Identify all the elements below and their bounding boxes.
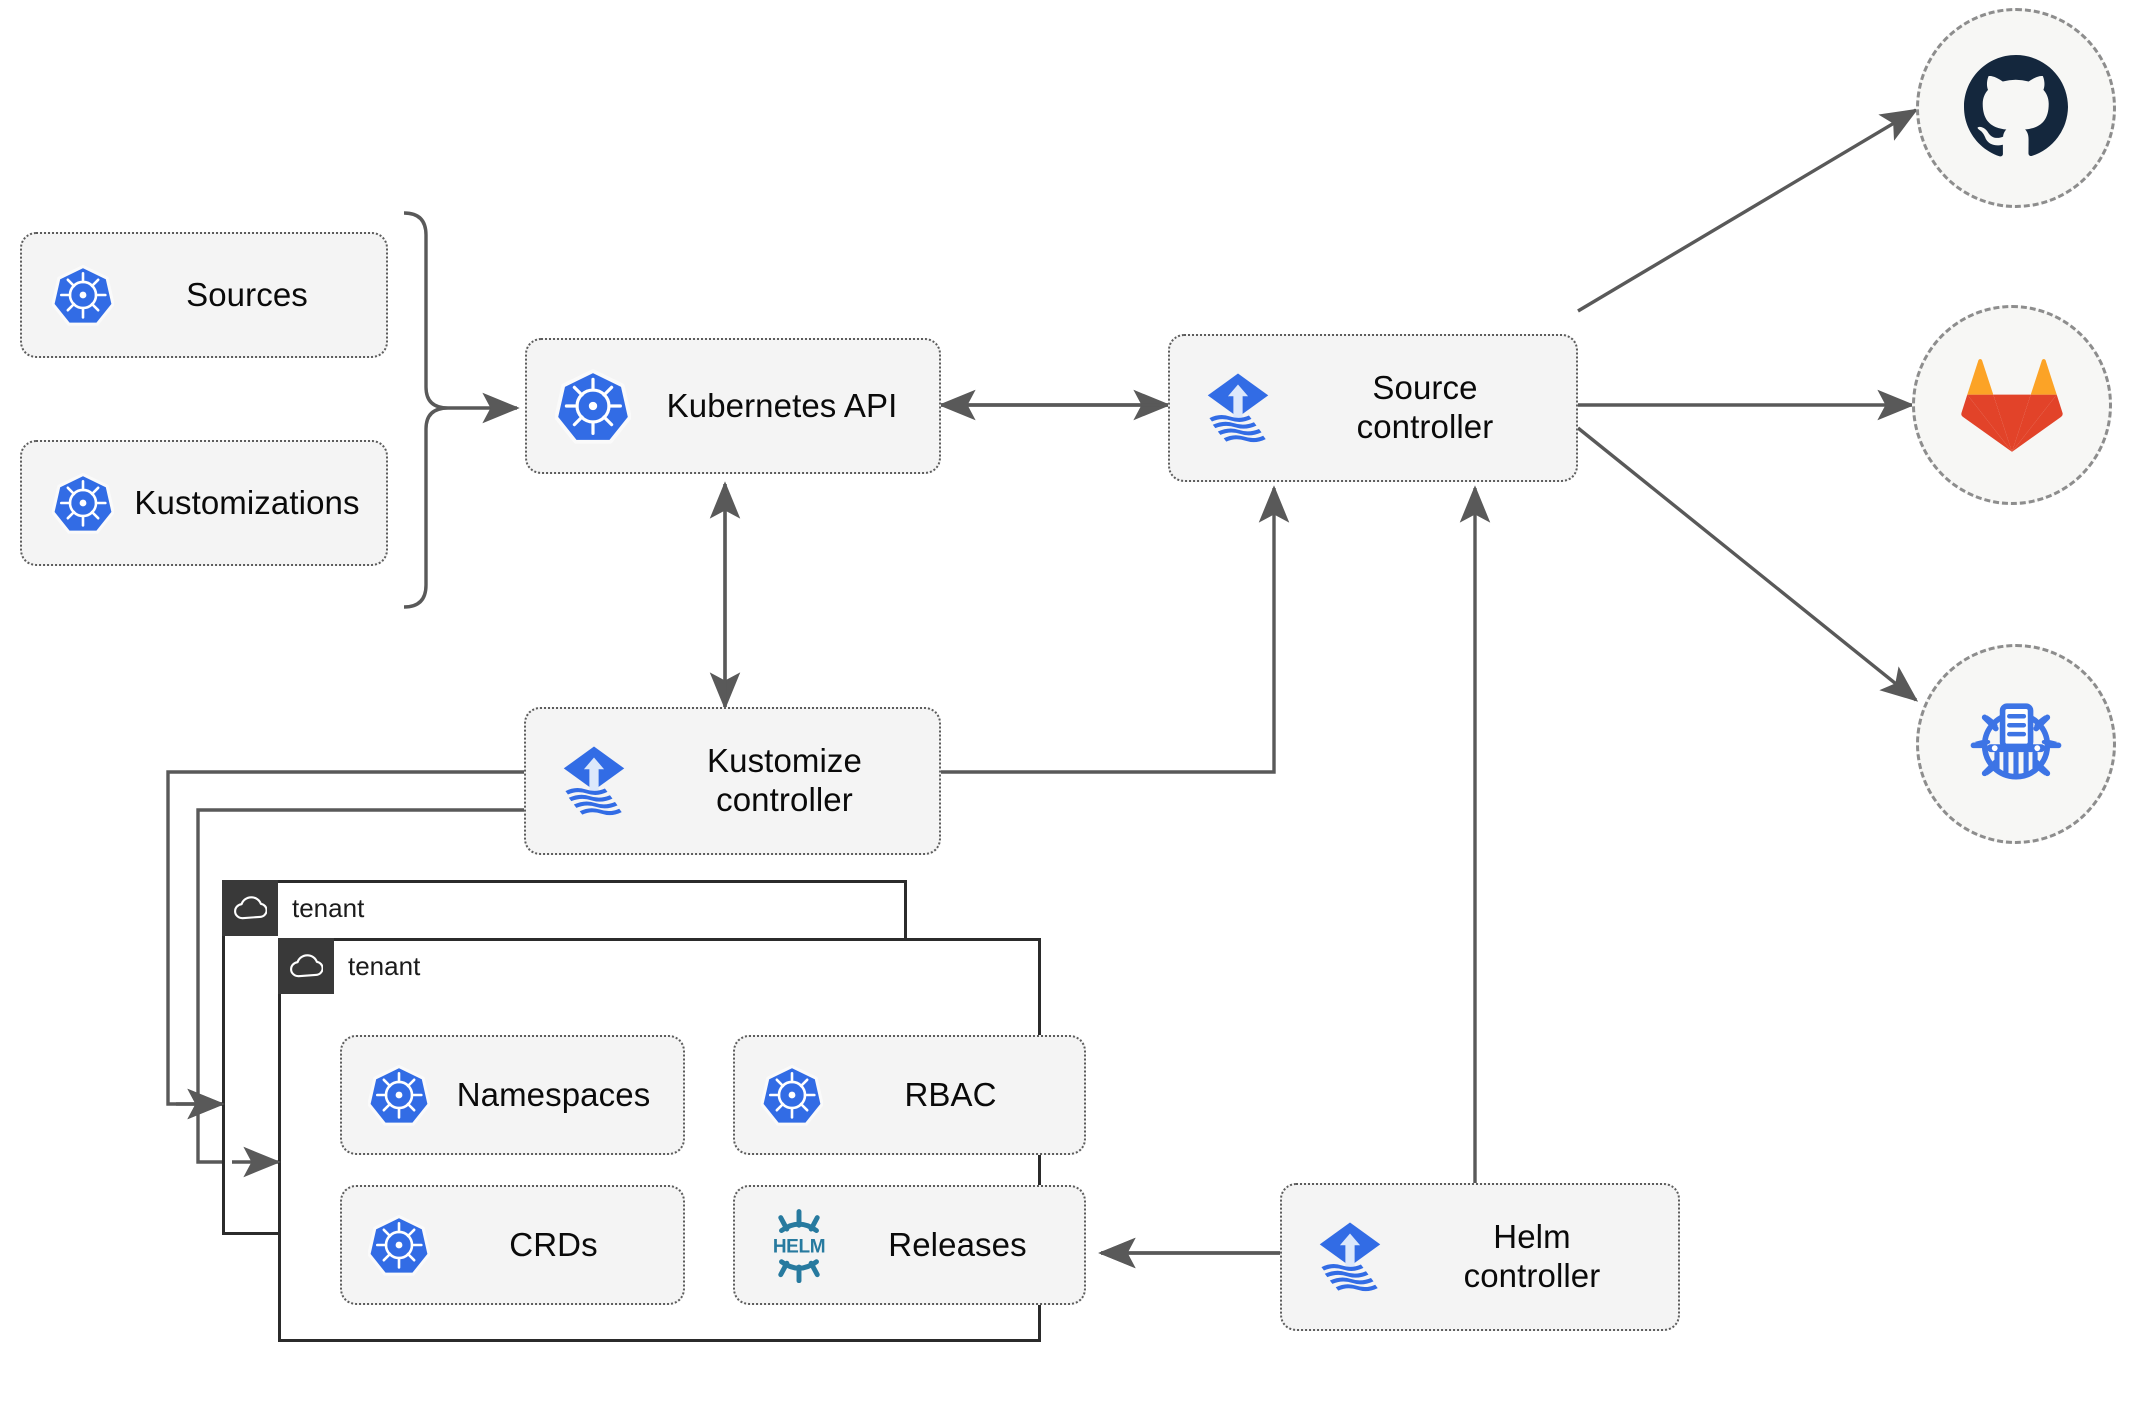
node-source-controller[interactable]: Source controller bbox=[1168, 334, 1578, 482]
node-kubernetes-api[interactable]: Kubernetes API bbox=[525, 338, 941, 474]
kubernetes-icon bbox=[555, 368, 631, 444]
tenant-tab-back: tenant bbox=[222, 880, 378, 936]
resource-box-kustomizations[interactable]: Kustomizations bbox=[20, 440, 388, 566]
flux-icon bbox=[1196, 366, 1280, 450]
resource-label-sources: Sources bbox=[186, 275, 308, 313]
cloud-icon bbox=[222, 880, 278, 936]
gitlab-icon bbox=[1960, 353, 2064, 458]
helm-repository-icon bbox=[1960, 686, 2072, 803]
svg-text:HELM: HELM bbox=[773, 1237, 825, 1258]
provider-circle-github[interactable] bbox=[1916, 8, 2116, 208]
tenant-resource-namespaces[interactable]: Namespaces bbox=[340, 1035, 685, 1155]
node-label-kustomize-controller: Kustomize controller bbox=[707, 742, 862, 818]
github-icon bbox=[1964, 54, 2068, 163]
cloud-icon bbox=[278, 938, 334, 994]
helm-icon: HELM bbox=[761, 1207, 837, 1283]
tenant-resource-releases[interactable]: HELM Releases bbox=[733, 1185, 1086, 1305]
tenant-resource-label-crds: CRDs bbox=[509, 1225, 598, 1263]
kubernetes-icon bbox=[52, 264, 114, 326]
kubernetes-icon bbox=[761, 1064, 823, 1126]
tenant-tab-front: tenant bbox=[278, 938, 434, 994]
kubernetes-icon bbox=[368, 1214, 430, 1276]
kubernetes-icon bbox=[368, 1064, 430, 1126]
tenant-resource-rbac[interactable]: RBAC bbox=[733, 1035, 1086, 1155]
node-label-helm-controller: Helm controller bbox=[1463, 1218, 1601, 1294]
tenant-resource-label-namespaces: Namespaces bbox=[456, 1075, 651, 1113]
flux-icon bbox=[1308, 1215, 1392, 1299]
tenant-resource-label-releases: Releases bbox=[888, 1225, 1027, 1263]
node-kustomize-controller[interactable]: Kustomize controller bbox=[524, 707, 941, 855]
provider-circle-helm-repository[interactable] bbox=[1916, 644, 2116, 844]
resource-box-sources[interactable]: Sources bbox=[20, 232, 388, 358]
flux-icon bbox=[552, 739, 636, 823]
node-label-kubernetes-api: Kubernetes API bbox=[666, 386, 898, 424]
provider-circle-gitlab[interactable] bbox=[1912, 305, 2112, 505]
tenant-resource-label-rbac: RBAC bbox=[904, 1075, 997, 1113]
node-label-source-controller: Source controller bbox=[1356, 369, 1494, 445]
resource-label-kustomizations: Kustomizations bbox=[134, 483, 360, 521]
tenant-resource-crds[interactable]: CRDs bbox=[340, 1185, 685, 1305]
node-helm-controller[interactable]: Helm controller bbox=[1280, 1183, 1680, 1331]
kubernetes-icon bbox=[52, 472, 114, 534]
tenant-label-back: tenant bbox=[292, 893, 365, 923]
tenant-label-front: tenant bbox=[348, 951, 421, 981]
